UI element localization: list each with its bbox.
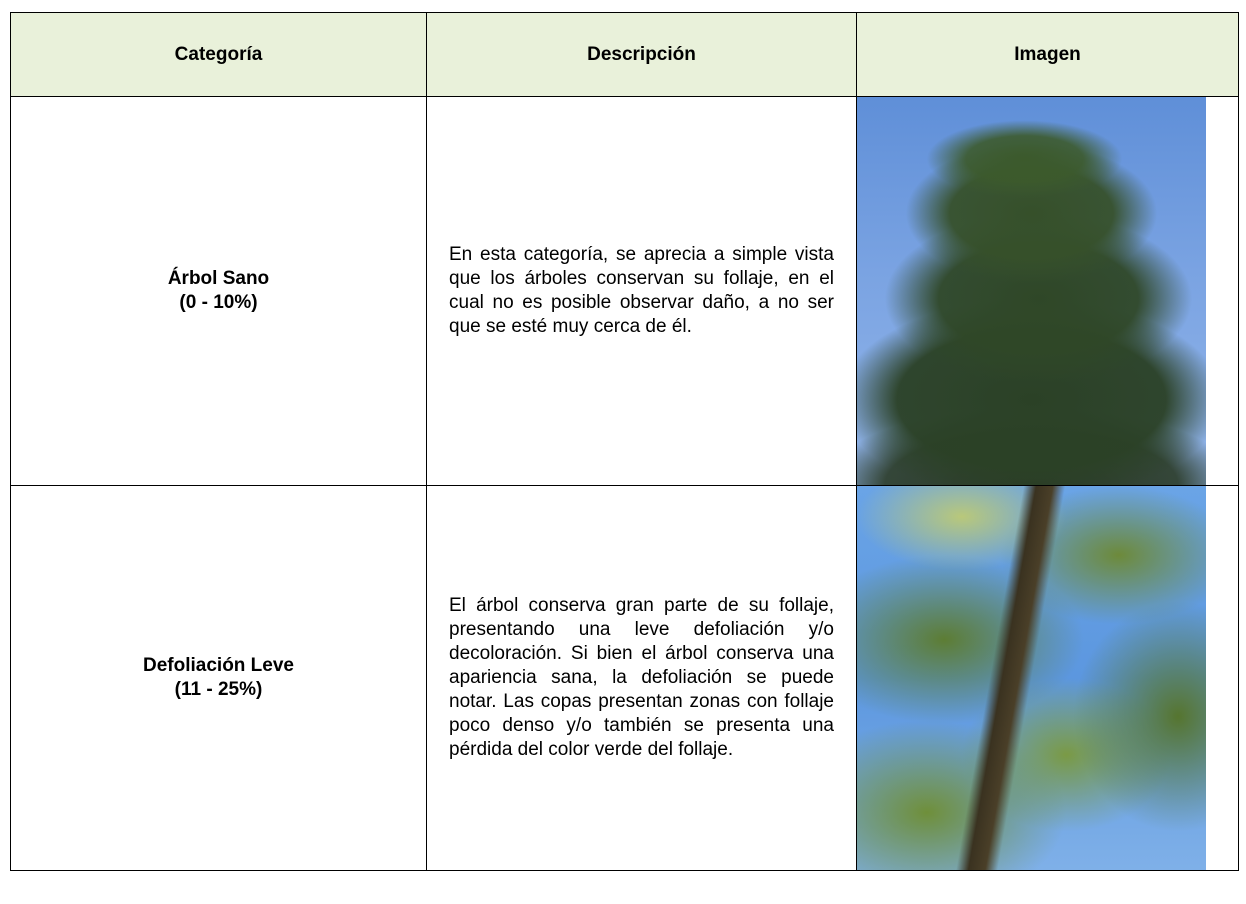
- header-categoria: Categoría: [10, 12, 427, 97]
- description-cell: En esta categoría, se aprecia a simple v…: [426, 96, 857, 486]
- healthy-tree-photo: [857, 97, 1206, 485]
- category-name: Defoliación Leve: [143, 655, 294, 676]
- header-descripcion: Descripción: [426, 12, 857, 97]
- description-cell: El árbol conserva gran parte de su folla…: [426, 485, 857, 871]
- table-header-row: Categoría Descripción Imagen: [10, 12, 1239, 97]
- image-cell: [856, 485, 1239, 871]
- category-range: (11 - 25%): [174, 679, 263, 700]
- light-defoliation-tree-photo: [857, 486, 1206, 870]
- category-cell: Árbol Sano (0 - 10%): [10, 96, 427, 486]
- category-name: Árbol Sano: [167, 268, 270, 289]
- table-row: Árbol Sano (0 - 10%) En esta categoría, …: [10, 96, 1239, 486]
- category-cell: Defoliación Leve (11 - 25%): [10, 485, 427, 871]
- header-imagen: Imagen: [856, 12, 1239, 97]
- category-range: (0 - 10%): [179, 292, 258, 313]
- description-text: En esta categoría, se aprecia a simple v…: [449, 244, 834, 337]
- description-text: El árbol conserva gran parte de su folla…: [449, 595, 834, 760]
- defoliation-categories-table: Categoría Descripción Imagen Árbol Sano …: [10, 12, 1239, 871]
- table-row: Defoliación Leve (11 - 25%) El árbol con…: [10, 485, 1239, 871]
- image-cell: [856, 96, 1239, 486]
